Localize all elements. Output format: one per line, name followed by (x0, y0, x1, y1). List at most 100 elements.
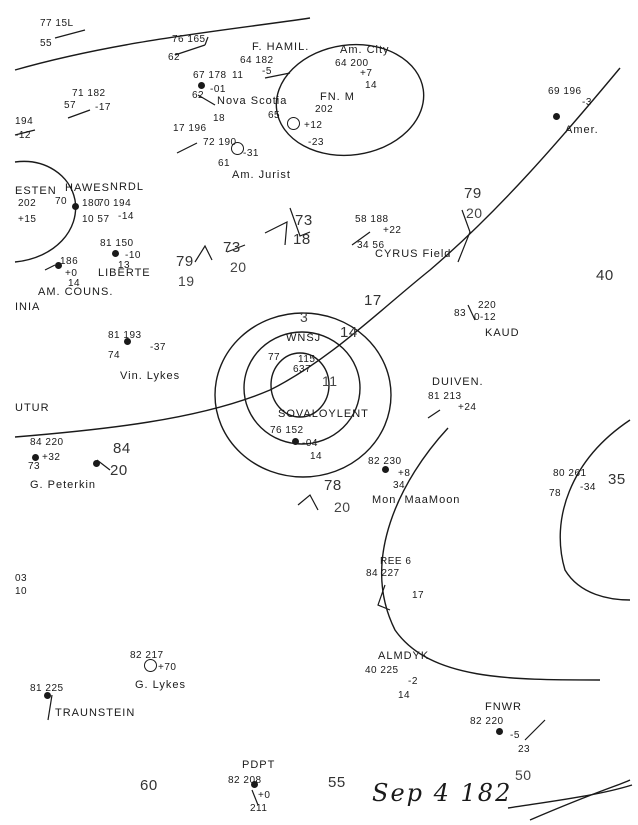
wind-barb-18 (377, 584, 391, 611)
station-dot (32, 454, 39, 461)
isobar-label: 20 (334, 499, 351, 515)
isobar-label: 20 (230, 259, 247, 275)
wind-barb-17 (427, 409, 441, 419)
station-name: Vin. Lykes (120, 370, 181, 382)
station-value: -2 (408, 676, 418, 687)
station-name: Nova Scotia (217, 95, 288, 107)
station-value: +8 (398, 468, 411, 479)
front-line-main (14, 67, 621, 438)
station-ring (144, 659, 157, 672)
station-value: 14 (365, 80, 378, 91)
station-value: 77 15L (40, 18, 74, 29)
station-value: +0 (258, 790, 271, 801)
wind-barb-21 (524, 719, 546, 741)
station-value: 74 (108, 350, 121, 361)
station-value: +32 (42, 452, 61, 463)
station-value: -5 (262, 66, 272, 77)
isobar-label: 73 (295, 212, 313, 229)
station-name: TRAUNSTEIN (55, 707, 136, 719)
station-name: SOVALOYLENT (278, 408, 369, 420)
station-value: -01 (210, 84, 226, 95)
station-name: ALMDYK (378, 650, 430, 662)
wind-barb-7 (176, 142, 198, 154)
isobar-ring-14 (243, 331, 361, 445)
station-name: AM. COUNS. (38, 286, 114, 298)
station-dot (124, 338, 131, 345)
isobar-label: 84 (113, 440, 131, 457)
station-value: 10 57 (82, 214, 110, 225)
isobar-label: 78 (324, 477, 342, 494)
isobar-label: 19 (178, 273, 195, 289)
station-value: -17 (95, 102, 111, 113)
isobar-high-cell (275, 43, 425, 157)
station-dot (292, 438, 299, 445)
station-value: +7 (360, 68, 373, 79)
station-name: F. HAMIL. (252, 41, 310, 53)
station-value: 180 (82, 198, 101, 209)
isobar-label: 55 (328, 774, 346, 791)
isobar-ring-17 (214, 312, 392, 478)
station-name: FNWR (485, 701, 522, 713)
station-name: HAWES (65, 182, 110, 194)
station-value: 76 152 (270, 425, 304, 436)
wind-barb-3 (264, 72, 291, 79)
isobar-label: 20 (110, 462, 128, 479)
station-name: PDPT (242, 759, 276, 771)
station-dot (251, 781, 258, 788)
station-dot (112, 250, 119, 257)
station-dot (553, 113, 560, 120)
isobar-label: 35 (608, 471, 626, 488)
station-value: 11 (232, 70, 244, 81)
station-value: 220 (478, 300, 497, 311)
isobar-left-partial (14, 160, 77, 263)
station-value: 0-12 (474, 312, 497, 323)
station-value: 40 225 (365, 665, 399, 676)
station-value: -5 (510, 730, 520, 741)
station-value: 18 (213, 113, 226, 124)
wind-barb-12 (351, 231, 371, 246)
station-value: 62 (168, 52, 181, 63)
station-name: KAUD (485, 327, 520, 339)
wind-barb-9 (264, 220, 288, 246)
wind-barb-14 (467, 304, 476, 321)
station-name: FN. M (320, 91, 355, 103)
isobar-label: 50 (515, 767, 532, 783)
station-value: 65 (268, 110, 281, 121)
station-value: 78 (549, 488, 562, 499)
station-value: 67 178 (193, 70, 227, 81)
station-value: -14 (118, 211, 134, 222)
station-name: LIBERTE (98, 267, 151, 279)
isobar-label: 40 (596, 267, 614, 284)
isobar-label: 79 (176, 253, 194, 270)
station-dot (55, 262, 62, 269)
station-value: +22 (383, 225, 402, 236)
wind-barb-4 (197, 94, 216, 106)
station-value: 115 (298, 354, 316, 365)
station-value: 82 208 (228, 775, 262, 786)
station-dot (44, 692, 51, 699)
station-value: 202 (18, 198, 37, 209)
station-value: +70 (158, 662, 177, 673)
station-dot (93, 460, 100, 467)
station-name: G. Peterkin (30, 479, 97, 491)
station-value: 77 (268, 352, 281, 363)
station-name: UTUR (15, 402, 50, 414)
station-value: 69 196 (548, 86, 582, 97)
wind-barb-5 (67, 109, 91, 119)
front-line-bottom (507, 784, 633, 809)
station-name: ESTEN (15, 185, 57, 197)
station-value: 81 193 (108, 330, 142, 341)
station-value: -04 (302, 438, 318, 449)
wind-barb-13 (457, 209, 471, 263)
station-value: +0 (65, 268, 78, 279)
station-value: -37 (150, 342, 166, 353)
station-value: 84 227 (366, 568, 400, 579)
station-value: 84 220 (30, 437, 64, 448)
station-value: 64 200 (335, 58, 369, 69)
station-value: 71 182 (72, 88, 106, 99)
wind-barb-22 (44, 264, 56, 271)
wind-barb-6 (14, 129, 36, 136)
station-name: CYRUS Field (375, 248, 452, 260)
station-value: 61 (218, 158, 231, 169)
